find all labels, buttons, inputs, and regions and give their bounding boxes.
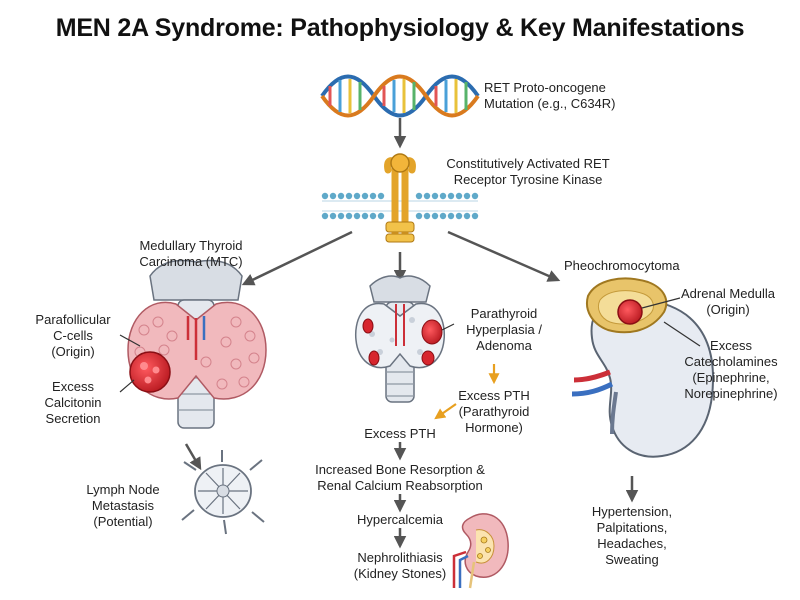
- cell-membrane-icon: [321, 192, 479, 220]
- mtc-heading: Medullary Thyroid Carcinoma (MTC): [139, 238, 243, 269]
- arrow-to-lymph-node: [184, 443, 202, 471]
- kidney-stone-icon: [452, 513, 509, 589]
- parathyroid-label: Parathyroid Hyperplasia / Adenoma: [466, 306, 542, 353]
- calcitonin-label: Excess Calcitonin Secretion: [44, 379, 102, 426]
- hypercalcemia-label: Hypercalcemia: [357, 512, 443, 527]
- pth-short-label: Excess PTH: [364, 426, 436, 441]
- arrow-pth-full-to-short: [434, 403, 457, 420]
- mutation-label: RET Proto-oncogene Mutation (e.g., C634R…: [484, 80, 616, 111]
- pth-full-label: Excess PTH (Parathyroid Hormone): [458, 388, 530, 435]
- symptoms-label: Hypertension, Palpitations, Headaches, S…: [591, 504, 673, 567]
- ret-receptor-icon: [384, 153, 416, 243]
- adrenal-medulla-label: Adrenal Medulla (Origin): [681, 286, 775, 317]
- lymph-node-label: Lymph Node Metastasis (Potential): [86, 482, 160, 529]
- receptor-label: Constitutively Activated RET Receptor Ty…: [446, 156, 610, 187]
- catecholamines-label: Excess Catecholamines (Epinephrine, Nore…: [684, 338, 778, 401]
- arrow-to-mtc: [241, 230, 353, 286]
- dna-helix-icon: [320, 74, 480, 118]
- page-title: MEN 2A Syndrome: Pathophysiology & Key M…: [55, 14, 745, 42]
- c-cells-label: Parafollicular C-cells (Origin): [35, 312, 111, 359]
- arrow-to-pheochromocytoma: [447, 230, 561, 282]
- pheochromocytoma-heading: Pheochromocytoma: [564, 258, 680, 273]
- lymph-node-icon: [181, 450, 265, 535]
- parathyroid-illustration: [354, 275, 446, 403]
- thyroid-mtc-illustration: [127, 259, 267, 429]
- adrenal-kidney-illustration: [571, 277, 714, 458]
- nephrolithiasis-label: Nephrolithiasis (Kidney Stones): [353, 550, 447, 581]
- resorption-label: Increased Bone Resorption & Renal Calciu…: [315, 462, 485, 493]
